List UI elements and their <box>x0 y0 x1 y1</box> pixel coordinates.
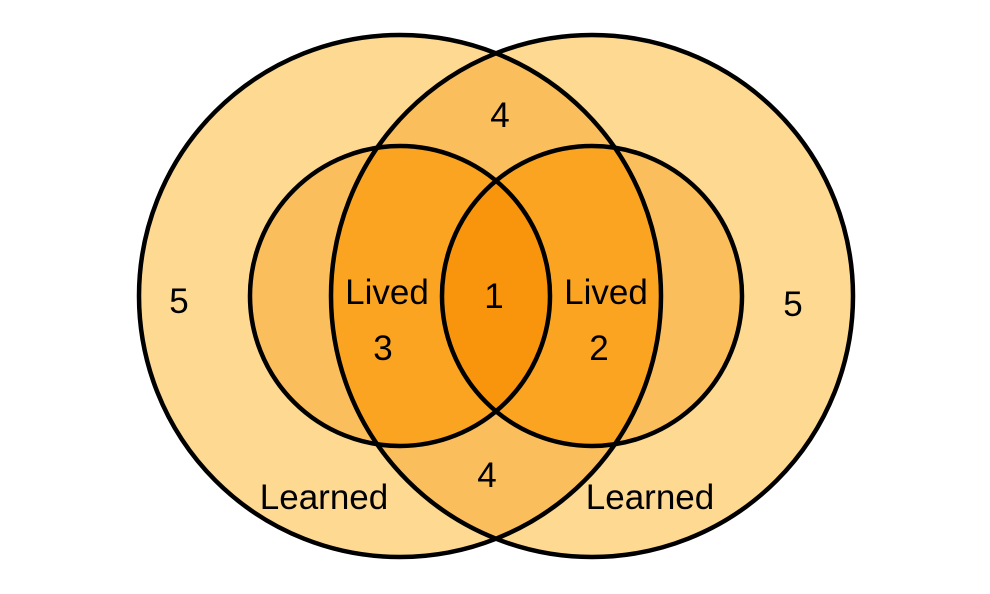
left-outer-value: 5 <box>169 282 188 321</box>
lived-left-label: Lived <box>345 273 429 312</box>
bottom-overlap-value: 4 <box>477 456 496 495</box>
lived-left-outline <box>247 143 553 449</box>
right-outer-value: 5 <box>783 285 802 324</box>
learned-left-label: Learned <box>260 478 388 517</box>
center-overlap-region <box>442 146 550 446</box>
top-overlap-value: 4 <box>490 96 509 135</box>
lived-right-label: Lived <box>564 273 648 312</box>
learned-left-outline <box>136 32 664 560</box>
center-value: 1 <box>484 277 503 316</box>
region-fills <box>139 35 853 557</box>
circle-outlines <box>136 32 856 560</box>
labels: 5 5 4 4 Lived 3 1 Lived 2 Learned Learne… <box>169 96 802 517</box>
learned-right-outline <box>328 32 856 560</box>
lived-right-outline <box>439 143 745 449</box>
lived-right-value: 2 <box>589 329 608 368</box>
learned-right-label: Learned <box>586 478 714 517</box>
lived-left-value: 3 <box>373 329 392 368</box>
